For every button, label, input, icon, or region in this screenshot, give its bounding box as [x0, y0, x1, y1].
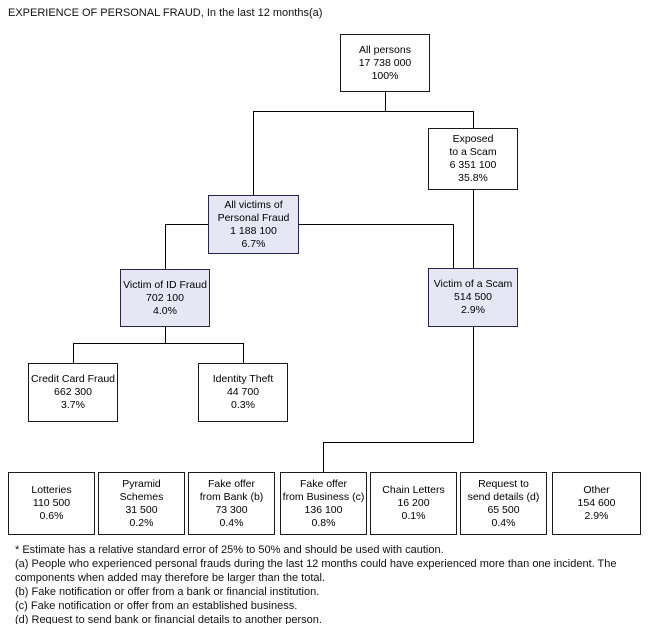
node-value: 136 100 — [304, 503, 343, 516]
connector-scam-elbow — [323, 442, 474, 443]
node-other: Other 154 600 2.9% — [552, 472, 641, 535]
node-percent: 0.4% — [491, 516, 516, 529]
node-label: All victims of Personal Fraud — [217, 198, 290, 224]
node-lotteries: Lotteries 110 500 0.6% — [8, 472, 95, 535]
connector-to-creditcard — [73, 343, 74, 363]
node-victim-of-scam: Victim of a Scam 514 500 2.9% — [428, 268, 518, 327]
node-label: Chain Letters — [382, 484, 445, 496]
node-value: 702 100 — [146, 291, 184, 304]
footnote-d: (d) Request to send bank or financial de… — [15, 614, 322, 624]
connector-allvictims-left — [165, 224, 208, 225]
connector-idfraud-split — [73, 343, 244, 344]
node-percent: 2.9% — [584, 510, 609, 522]
node-value: 662 300 — [54, 386, 92, 398]
node-percent: 0.3% — [231, 399, 255, 411]
node-label: Request to send details (d) — [467, 477, 540, 503]
connector-exposed-to-scam — [473, 190, 474, 268]
node-chain-letters: Chain Letters 16 200 0.1% — [370, 472, 457, 535]
connector-allvictims-right — [299, 224, 453, 225]
footnote-rse: * Estimate has a relative standard error… — [15, 544, 444, 556]
node-label: All persons — [359, 43, 411, 56]
node-all-persons: All persons 17 738 000 100% — [340, 34, 430, 92]
connector-top-split — [253, 111, 474, 112]
node-value: 73 300 — [215, 503, 248, 516]
node-all-victims: All victims of Personal Fraud 1 188 100 … — [208, 195, 299, 254]
node-percent: 35.8% — [458, 172, 488, 184]
node-victim-id-fraud: Victim of ID Fraud 702 100 4.0% — [120, 269, 210, 327]
node-percent: 0.2% — [129, 516, 154, 529]
node-percent: 0.6% — [39, 510, 64, 522]
footnotes: * Estimate has a relative standard error… — [15, 543, 637, 624]
connector-to-allvictims — [253, 111, 254, 195]
node-credit-card-fraud: Credit Card Fraud 662 300 3.7% — [28, 363, 118, 422]
footnote-c: (c) Fake notification or offer from an e… — [15, 600, 298, 612]
connector-to-exposed — [473, 111, 474, 128]
node-value: 110 500 — [32, 497, 71, 509]
node-value: 1 188 100 — [230, 224, 277, 237]
node-percent: 4.0% — [153, 304, 177, 317]
node-label: Identity Theft — [212, 373, 274, 385]
node-value: 31 500 — [125, 503, 158, 516]
node-label: Credit Card Fraud — [30, 373, 116, 385]
connector-to-idfraud — [165, 224, 166, 269]
node-label: Fake offer from Bank (b) — [199, 477, 264, 503]
node-percent: 0.1% — [401, 510, 426, 522]
node-value: 514 500 — [454, 291, 492, 303]
node-label: Fake offer from Business (c) — [282, 477, 365, 503]
node-value: 17 738 000 — [358, 56, 412, 69]
node-label: Victim of ID Fraud — [123, 278, 207, 291]
node-percent: 0.8% — [311, 516, 336, 529]
node-value: 6 351 100 — [449, 159, 497, 171]
connector-allpersons-down — [385, 92, 386, 111]
node-label: Lotteries — [31, 484, 72, 496]
connector-scamvictim-down — [473, 327, 474, 442]
footnote-b: (b) Fake notification or offer from a ba… — [15, 586, 320, 598]
connector-to-scamvictim — [453, 224, 454, 268]
node-request-send-details: Request to send details (d) 65 500 0.4% — [460, 472, 547, 535]
node-percent: 3.7% — [61, 399, 85, 411]
connector-to-bottomrow — [323, 442, 324, 472]
node-label: Victim of a Scam — [433, 278, 513, 290]
node-fake-offer-business: Fake offer from Business (c) 136 100 0.8… — [280, 472, 367, 535]
node-label: Other — [583, 484, 610, 496]
node-value: 16 200 — [397, 497, 430, 509]
node-percent: 6.7% — [241, 237, 266, 250]
footnote-a: (a) People who experienced personal frau… — [15, 558, 617, 584]
node-value: 44 700 — [226, 386, 260, 398]
node-value: 154 600 — [577, 497, 616, 509]
node-percent: 2.9% — [461, 304, 485, 316]
node-percent: 100% — [371, 69, 399, 82]
node-exposed-to-scam: Exposed to a Scam 6 351 100 35.8% — [428, 128, 518, 190]
chart-title: EXPERIENCE OF PERSONAL FRAUD, In the las… — [8, 7, 323, 19]
connector-idfraud-down — [165, 327, 166, 343]
node-identity-theft: Identity Theft 44 700 0.3% — [198, 363, 288, 422]
node-fake-offer-bank: Fake offer from Bank (b) 73 300 0.4% — [188, 472, 275, 535]
node-label: Pyramid Schemes — [119, 477, 164, 503]
connector-to-identitytheft — [243, 343, 244, 363]
node-value: 65 500 — [487, 503, 520, 516]
node-label: Exposed to a Scam — [449, 133, 497, 158]
node-pyramid-schemes: Pyramid Schemes 31 500 0.2% — [98, 472, 185, 535]
node-percent: 0.4% — [219, 516, 244, 529]
